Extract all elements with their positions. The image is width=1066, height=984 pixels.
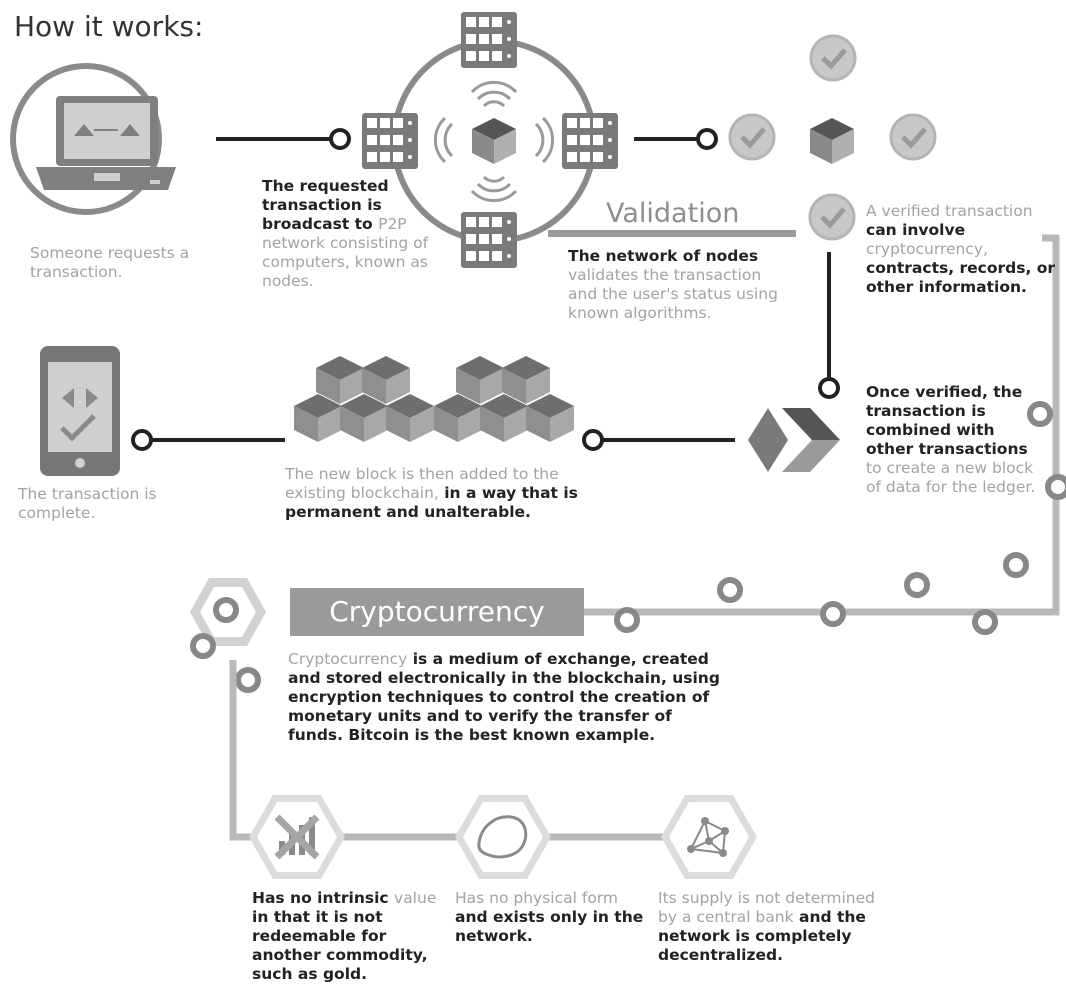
- crypto-banner: [290, 588, 584, 636]
- validation-bar: [548, 230, 796, 237]
- cryptocurrency-label: Cryptocurrency: [329, 595, 545, 628]
- step-request-text: Someone requests a transaction.: [30, 244, 190, 281]
- track-node: [975, 612, 995, 632]
- feature-no-form-text: Has no physical form and exists only in …: [455, 889, 644, 945]
- step-complete-text: The transaction is complete.: [18, 485, 157, 522]
- server-icon: [461, 212, 517, 268]
- server-icon: [562, 113, 618, 169]
- check-circle-icon: [811, 36, 855, 80]
- page-title: How it works:: [14, 10, 204, 43]
- connector-node: [582, 429, 604, 451]
- connector-node: [818, 377, 840, 399]
- check-circle-icon: [891, 115, 935, 159]
- feature-no-value-text: Has no intrinsic value in that it is not…: [252, 889, 437, 983]
- connector-node: [696, 128, 718, 150]
- step-verified-text: A verified transaction can involve crypt…: [866, 202, 1056, 296]
- track-line: [584, 234, 1060, 616]
- chevron-icon: [748, 408, 840, 472]
- track-node: [216, 600, 236, 620]
- cryptocurrency-description: Cryptocurrency is a medium of exchange, …: [288, 650, 720, 744]
- track-node: [823, 604, 843, 624]
- phone-icon: [40, 346, 120, 476]
- server-icon: [362, 113, 418, 169]
- network-icon: [661, 795, 757, 879]
- track-node: [1048, 477, 1066, 497]
- feature-decentralized-text: Its supply is not determined by a centra…: [658, 889, 875, 964]
- connector-node: [329, 128, 351, 150]
- track-node: [238, 670, 258, 690]
- step-validate-text: The network of nodes validates the trans…: [568, 247, 778, 322]
- cube-icon: [810, 118, 854, 164]
- track-node: [193, 636, 213, 656]
- p2p-network: [362, 12, 618, 268]
- laptop-icon: [10, 63, 176, 215]
- track-node: [907, 575, 927, 595]
- step-broadcast-text: The requested transaction is broadcast t…: [262, 177, 429, 290]
- connector-node: [131, 429, 153, 451]
- track-node: [1006, 555, 1026, 575]
- blockchain-icon: [294, 356, 574, 442]
- track-node: [617, 610, 637, 630]
- no-form-icon: [455, 795, 551, 879]
- step-combine-text: Once verified, the transaction is combin…: [866, 383, 1036, 496]
- step-block-text: The new block is then added to the exist…: [285, 465, 578, 521]
- validation-label: Validation: [606, 198, 740, 229]
- cube-icon: [472, 118, 516, 164]
- check-circle-icon: [730, 115, 774, 159]
- server-icon: [461, 12, 517, 68]
- wifi-icon: [433, 80, 555, 203]
- check-circle-icon: [810, 195, 854, 239]
- no-value-icon: [249, 795, 345, 879]
- track-node: [720, 580, 740, 600]
